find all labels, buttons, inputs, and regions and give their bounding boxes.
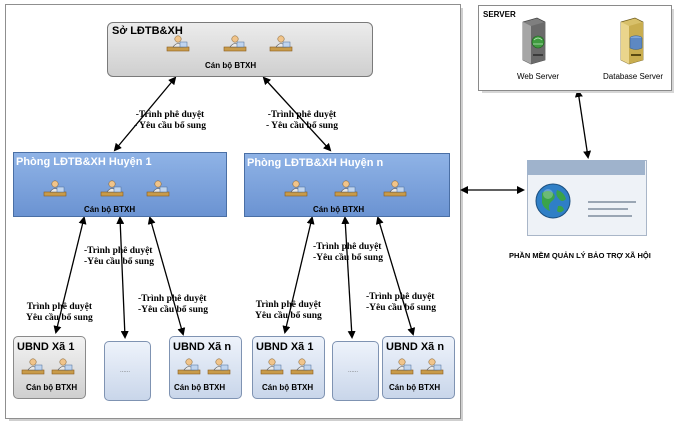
arrow-hn-mid [341, 216, 356, 339]
so-ldtbxh-caption: Cán bộ BTXH [205, 61, 257, 70]
note-hn-right: -Trình phê duyệt -Yêu cầu bổ sung [366, 292, 436, 313]
officer-at-desk-icon [222, 34, 248, 61]
ubnd-xa-n-title: UBND Xã n [173, 341, 232, 353]
note-top-right: -Trình phê duyệt - Yêu cầu bổ sung [266, 110, 338, 131]
note-h1-center: -Trình phê duyệt -Yêu cầu bổ sung [84, 246, 154, 267]
ellipsis-text: ...... [348, 368, 359, 374]
window-text-line [588, 201, 636, 203]
ellipsis-text: ...... [120, 368, 131, 374]
globe-icon [533, 181, 573, 226]
ubnd-xa-n-title: UBND Xã n [386, 341, 445, 353]
officer-at-desk-icon [145, 179, 171, 206]
officer-at-desk-icon [283, 179, 309, 206]
phong-huyen-1-caption: Cán bộ BTXH [84, 205, 136, 214]
arrow-hn-xan [375, 216, 416, 336]
arrow-server-software [574, 89, 592, 159]
officer-at-desk-icon [289, 357, 315, 384]
arrow-h1-mid [116, 216, 129, 339]
ubnd-xa-ellipsis-box: ...... [104, 341, 151, 401]
officer-at-desk-icon [20, 357, 46, 384]
phong-huyen-n-caption: Cán bộ BTXH [313, 205, 365, 214]
note-hn-center: -Trình phê duyệt -Yêu cầu bổ sung [313, 242, 383, 263]
note-h1-right: -Trình phê duyệt -Yêu cầu bổ sung [138, 294, 208, 315]
ubnd-xa-1-caption: Cán bộ BTXH [26, 383, 78, 392]
officer-at-desk-icon [268, 34, 294, 61]
phong-huyen-1-title: Phòng LĐTB&XH Huyện 1 [16, 156, 152, 168]
ubnd-xa-n-box: UBND Xã n Cán bộ BTXH [382, 336, 455, 399]
ubnd-xa-n-box: UBND Xã n Cán bộ BTXH [169, 336, 242, 399]
phong-huyen-n-box: Phòng LĐTB&XH Huyện n Cán bộ BTXH [244, 153, 450, 217]
ubnd-xa-ellipsis-box: ...... [332, 341, 379, 401]
ubnd-xa-1-title: UBND Xã 1 [17, 341, 75, 353]
officer-at-desk-icon [389, 357, 415, 384]
database-server-icon [617, 16, 647, 71]
officer-at-desk-icon [206, 357, 232, 384]
note-h1-left: Trình phê duyệt Yêu cầu bổ sung [26, 302, 93, 323]
officer-at-desk-icon [176, 357, 202, 384]
ubnd-xa-1-caption: Cán bộ BTXH [262, 383, 314, 392]
ubnd-xa-1-box: UBND Xã 1 Cán bộ BTXH [252, 336, 325, 399]
ubnd-xa-n-caption: Cán bộ BTXH [174, 383, 226, 392]
note-top-left: -Trình phê duyệt - Yêu cầu bổ sung [134, 110, 206, 131]
software-titlebar [527, 160, 645, 175]
software-label: PHẦN MỀM QUẢN LÝ BẢO TRỢ XÃ HỘI [509, 251, 651, 260]
so-ldtbxh-box: Sở LĐTB&XH Cán bộ BTXH [107, 22, 373, 77]
ubnd-xa-1-box: UBND Xã 1 Cán bộ BTXH [13, 336, 86, 399]
ubnd-xa-1-title: UBND Xã 1 [256, 341, 314, 353]
officer-at-desk-icon [419, 357, 445, 384]
arrow-h1-xa1 [53, 216, 87, 334]
server-title: SERVER [483, 10, 516, 19]
arrow-h1-xan [147, 216, 186, 336]
server-box: SERVER Web Server Database Server [478, 5, 672, 91]
officer-at-desk-icon [165, 34, 191, 61]
note-hn-left: Trình phê duyệt Yêu cầu bổ sung [255, 300, 322, 321]
officer-at-desk-icon [42, 179, 68, 206]
officer-at-desk-icon [50, 357, 76, 384]
arrow-top-huyen1 [113, 76, 177, 152]
phong-huyen-n-title: Phòng LĐTB&XH Huyện n [247, 157, 384, 169]
arrow-top-huyenn [262, 76, 332, 152]
officer-at-desk-icon [382, 179, 408, 206]
window-text-line [588, 208, 628, 210]
database-server-label: Database Server [603, 72, 664, 81]
window-text-line [588, 215, 632, 217]
web-server-label: Web Server [517, 72, 560, 81]
arrow-hn-xa1 [282, 216, 315, 334]
officer-at-desk-icon [333, 179, 359, 206]
ubnd-xa-n-caption: Cán bộ BTXH [389, 383, 441, 392]
officer-at-desk-icon [259, 357, 285, 384]
officer-at-desk-icon [99, 179, 125, 206]
phong-huyen-1-box: Phòng LĐTB&XH Huyện 1 Cán bộ BTXH [13, 152, 227, 217]
so-ldtbxh-title: Sở LĐTB&XH [112, 25, 183, 37]
web-server-icon [519, 16, 549, 71]
